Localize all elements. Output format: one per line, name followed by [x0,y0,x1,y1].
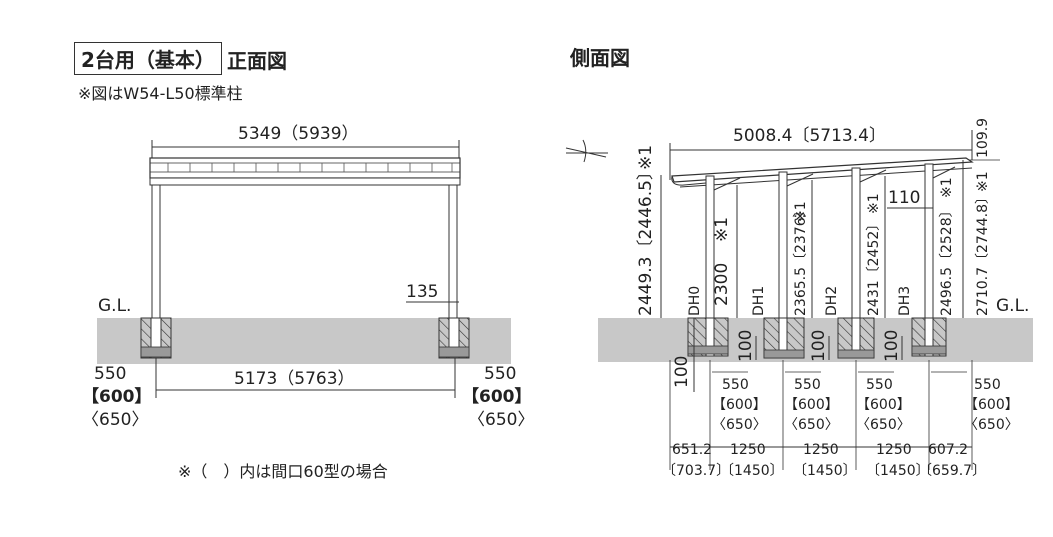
side-post-3 [924,163,934,319]
side-depth-3: 100 [882,329,902,362]
side-mark-front: ※1 [636,144,656,170]
side-found-4-a: 550 [974,377,1001,393]
side-height-dh2: 2431〔2452〕 [866,216,882,316]
front-found-left-2: 【600】 [82,387,152,407]
side-spacing-0: 651.2 [672,442,713,458]
side-spacing-4: 607.2 [928,442,969,458]
side-gl-label: G.L. [996,296,1030,316]
side-spacing-2: 1250 [803,442,839,458]
side-dh-0: DH0 [687,285,703,316]
side-found-1-a: 550 [722,377,749,393]
side-spacing-1: 1250 [730,442,766,458]
side-found-4-b: 【600】 [964,397,1019,413]
front-found-right-1: 550 [484,364,517,384]
front-post-size: 135 [406,282,439,302]
side-found-3-c: 〈650〉 [856,417,911,433]
front-found-left-1: 550 [94,364,127,384]
side-width-top: 5008.4〔5713.4〕 [733,126,886,146]
front-note: ※図はW54-L50標準柱 [78,84,243,103]
side-depth-0: 100 [672,355,692,388]
side-mark-dh1: ※1 [793,201,809,222]
side-depth-1: 100 [736,329,756,362]
side-roof [671,157,974,183]
front-found-left-3: 〈650〉 [82,410,149,430]
side-found-3-a: 550 [866,377,893,393]
footnote: ※（ ）内は間口60型の場合 [178,462,388,481]
front-title-box: 2台用（基本） [74,42,222,75]
side-found-2-b: 【600】 [784,397,839,413]
side-dh-1: DH1 [751,285,767,316]
side-spacing-b-0: 〔703.7〕 [662,463,731,479]
side-spacing-3: 1250 [876,442,912,458]
side-dh-3: DH3 [897,285,913,316]
side-roof-rise: 109.9 [975,117,991,158]
side-post-1 [778,171,788,319]
front-width-inner: 5173（5763） [234,369,355,389]
side-depth-2: 100 [809,329,829,362]
side-found-2-c: 〈650〉 [784,417,839,433]
side-found-2-a: 550 [794,377,821,393]
front-title: 正面図 [227,49,287,73]
side-view [565,130,1033,470]
side-spacing-b-3: 〔1450〕 [866,463,930,479]
side-height-dh3: 2496.5〔2528〕 [939,203,955,316]
side-title: 側面図 [570,46,630,70]
front-post-right [448,184,458,319]
side-found-1-c: 〈650〉 [712,417,767,433]
side-height-front: 2449.3〔2446.5〕 [636,163,656,316]
front-roof [149,157,461,179]
side-mark-dh3: ※1 [939,177,955,198]
side-spacing-b-4: 〔659.7〕 [918,463,987,479]
side-foundations [687,317,947,359]
front-found-right-3: 〈650〉 [468,410,535,430]
front-post-left [151,184,161,319]
side-found-1-b: 【600】 [712,397,767,413]
front-width-top: 5349（5939） [238,124,359,144]
side-height-rear: 2710.7〔2744.8〕 [975,190,991,316]
front-found-right-2: 【600】 [462,387,532,407]
front-view [97,140,511,398]
side-mark-rear: ※1 [975,171,991,192]
side-found-4-c: 〈650〉 [964,417,1019,433]
side-height-2300: 2300 [712,262,732,306]
side-found-3-b: 【600】 [856,397,911,413]
side-mark-2300: ※1 [712,216,732,242]
side-mark-dh2: ※1 [866,193,882,214]
side-dh-2: DH2 [824,285,840,316]
side-spacing-b-2: 〔1450〕 [793,463,857,479]
side-dim-110: 110 [888,188,921,208]
side-post-2 [851,167,861,319]
side-spacing-b-1: 〔1450〕 [720,463,784,479]
side-ground [598,318,1033,362]
front-gl-label: G.L. [98,296,132,316]
